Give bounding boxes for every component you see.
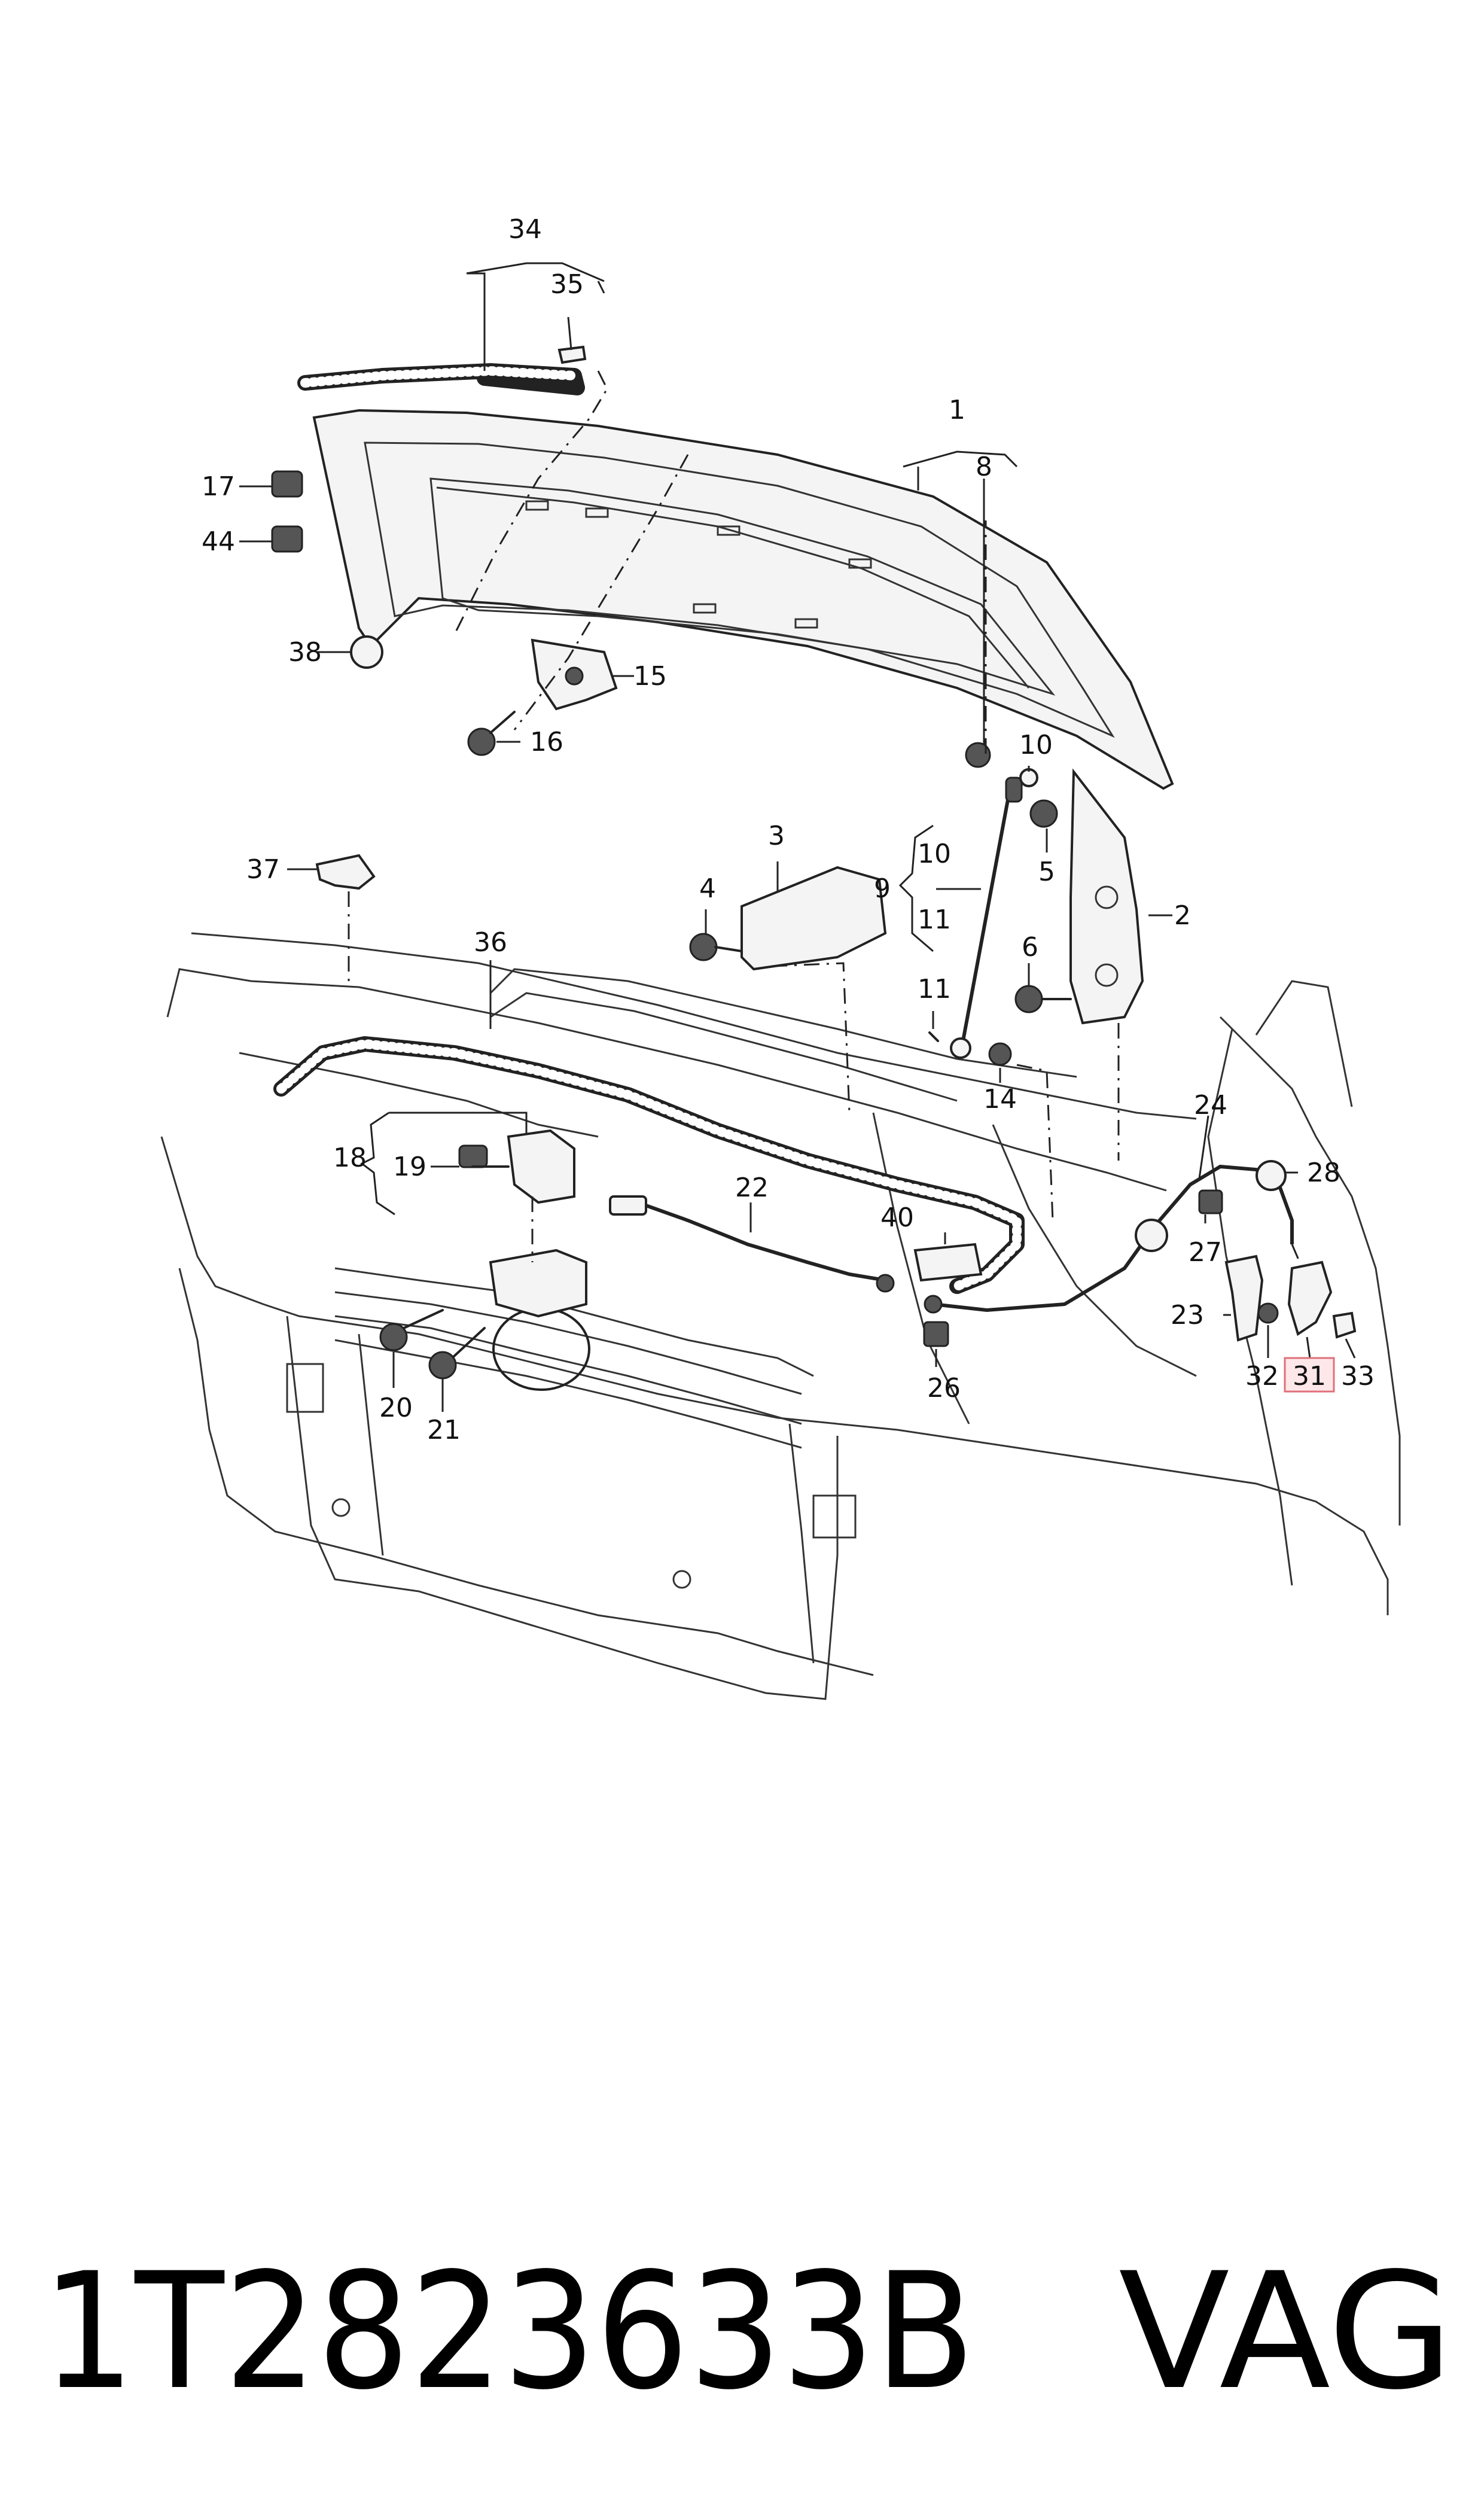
callout-9: 9	[874, 873, 891, 904]
assembly-lines	[348, 370, 1302, 1266]
callout-31-highlight	[1284, 1357, 1335, 1393]
callout-2: 2	[1174, 900, 1191, 931]
footer: 1T2823633B VAG	[42, 2239, 1453, 2425]
small-parts	[271, 345, 1357, 1380]
callout-31: 31	[1293, 1361, 1326, 1392]
callout-11-bracket: 11	[918, 905, 951, 935]
callout-1: 1	[949, 395, 965, 425]
callout-14: 14	[983, 1084, 1017, 1115]
callout-40: 40	[880, 1202, 914, 1233]
callout-16: 16	[530, 727, 563, 757]
callout-3: 3	[768, 821, 785, 851]
callout-labels: 34 35 1 8 17 44 38 15 16 10 3 10 5 37 9 …	[202, 214, 1375, 1445]
callout-20: 20	[379, 1393, 413, 1423]
hood-panel	[312, 409, 1174, 790]
front-end-body	[160, 932, 1401, 1700]
callout-15: 15	[633, 661, 667, 692]
callout-6: 6	[1022, 932, 1038, 963]
callout-28: 28	[1307, 1158, 1340, 1188]
callout-26: 26	[927, 1373, 961, 1403]
part-number: 1T2823633B	[42, 2239, 975, 2425]
callout-32: 32	[1245, 1361, 1279, 1392]
callout-36: 36	[474, 927, 507, 958]
callout-21: 21	[427, 1415, 461, 1445]
callout-10-bracket: 10	[918, 839, 951, 869]
callout-5: 5	[1038, 857, 1055, 887]
callout-33: 33	[1341, 1361, 1375, 1392]
leader-lines	[239, 262, 1356, 1412]
seal-strip	[297, 363, 585, 395]
callout-10-top: 10	[1019, 730, 1053, 760]
callout-23: 23	[1171, 1300, 1204, 1330]
brand: VAG	[1119, 2239, 1453, 2425]
hood-seal	[273, 1036, 1025, 1294]
callout-8: 8	[976, 452, 992, 482]
callout-11: 11	[918, 974, 951, 1004]
callout-34: 34	[508, 214, 542, 245]
callout-27: 27	[1189, 1237, 1222, 1268]
callout-4: 4	[699, 873, 716, 904]
callout-37: 37	[246, 854, 280, 885]
callout-22: 22	[735, 1173, 769, 1203]
callout-35: 35	[550, 269, 584, 300]
callout-18: 18	[333, 1143, 367, 1173]
callout-38: 38	[288, 637, 322, 668]
callout-44: 44	[202, 526, 235, 557]
callout-19: 19	[393, 1152, 426, 1182]
callout-24: 24	[1194, 1090, 1227, 1121]
callout-17: 17	[202, 471, 235, 502]
